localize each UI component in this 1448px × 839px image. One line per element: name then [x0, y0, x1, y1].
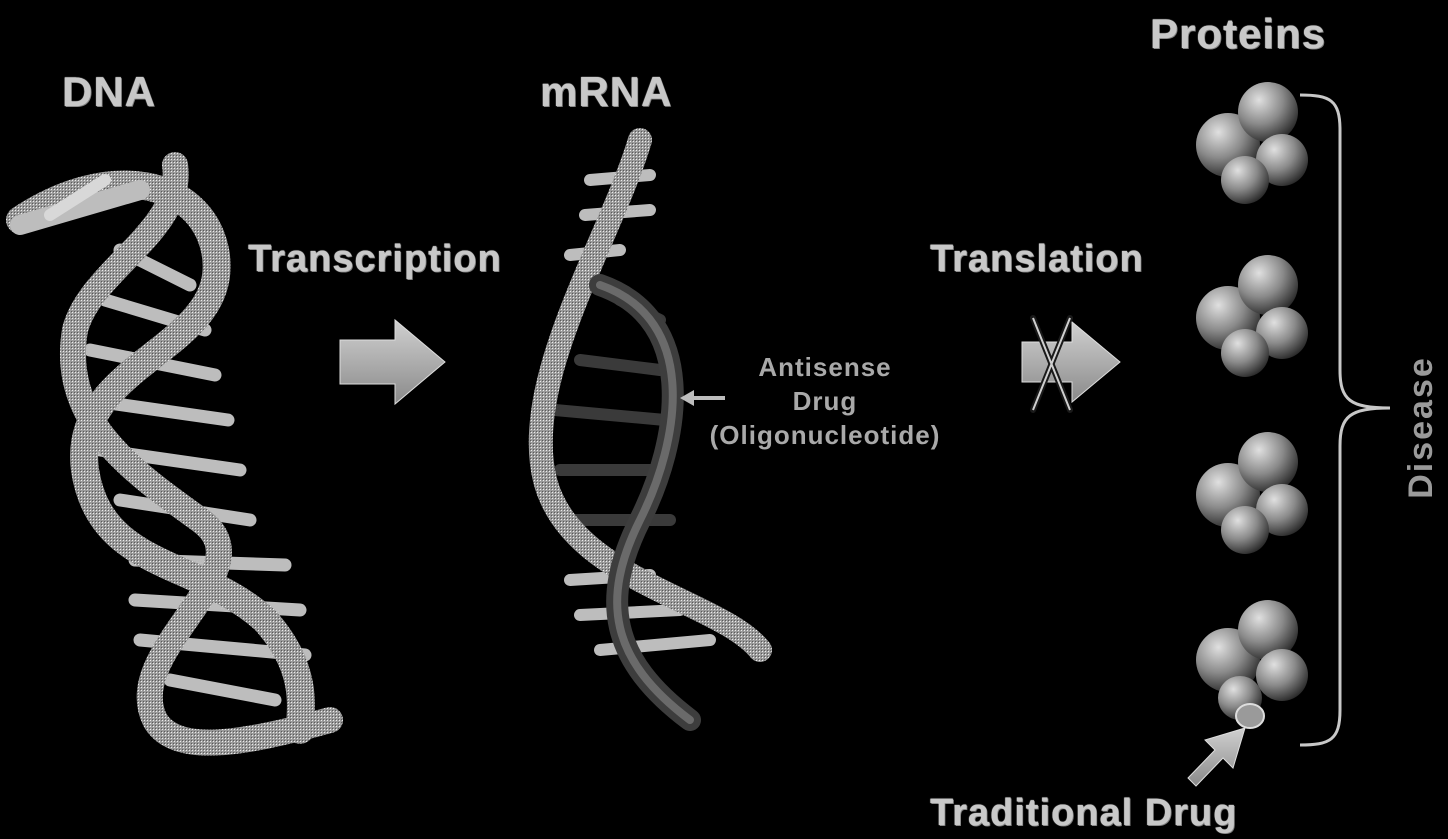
protein-icon [1196, 82, 1308, 204]
protein-icon [1196, 255, 1308, 377]
drug-molecule-icon [1236, 704, 1264, 728]
protein-icon [1196, 600, 1308, 720]
antisense-line-1: Antisense [660, 350, 990, 384]
antisense-line-2: Drug [660, 384, 990, 418]
translation-label: Translation [930, 238, 1144, 281]
transcription-label: Transcription [248, 238, 502, 281]
disease-label-wrap: Disease [1394, 262, 1448, 592]
traditional-drug-arrow-icon [1188, 728, 1245, 786]
transcription-arrow-icon [340, 320, 445, 404]
protein-icon [1196, 432, 1308, 554]
antisense-drug-label: Antisense Drug (Oligonucleotide) [660, 350, 990, 452]
proteins-label: Proteins [1150, 10, 1326, 58]
dna-label: DNA [62, 68, 156, 116]
brace-icon [1300, 95, 1390, 745]
disease-label: Disease [1402, 356, 1441, 499]
traditional-drug-label: Traditional Drug [930, 792, 1237, 835]
mrna-label: mRNA [540, 68, 672, 116]
antisense-line-3: (Oligonucleotide) [660, 418, 990, 452]
